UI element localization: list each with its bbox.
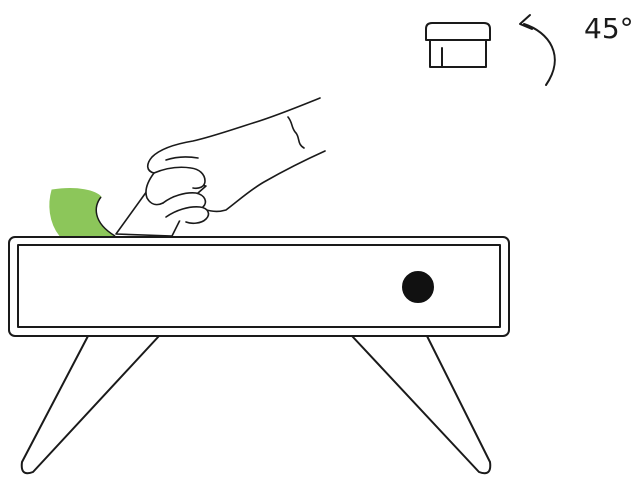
hand-icon: [116, 98, 325, 236]
angle-label: 45°: [584, 12, 634, 45]
table-leg-left: [22, 336, 159, 473]
peeling-film-icon: [50, 189, 115, 236]
drawer-knob: [403, 272, 433, 302]
rotate-arrow-icon: [520, 15, 555, 85]
scraper-tool-icon: [426, 23, 490, 67]
side-table-icon: [9, 237, 509, 473]
table-leg-right: [352, 336, 490, 473]
